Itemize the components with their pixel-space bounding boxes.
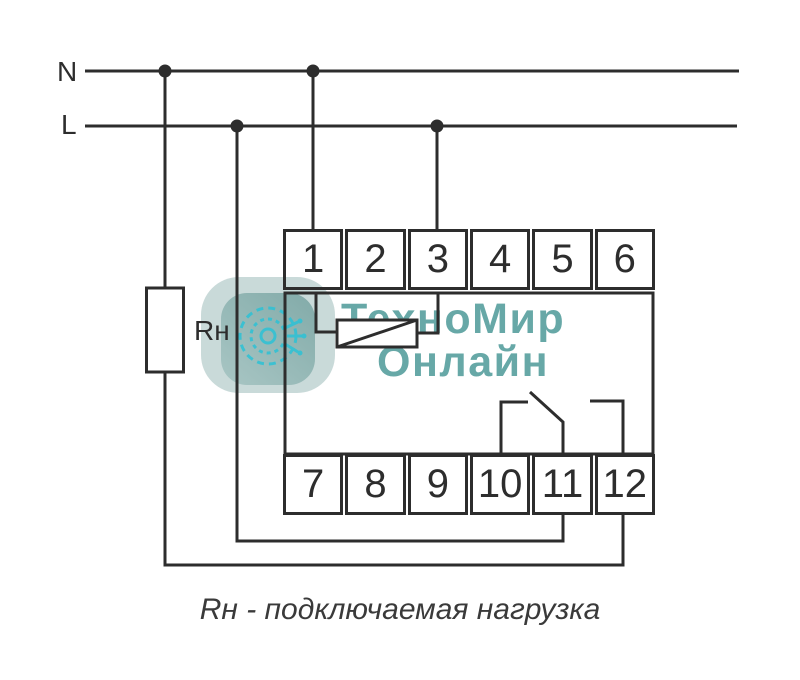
contact-fixed-left [499, 400, 528, 454]
terminal-row-bottom: 7 8 9 10 11 12 [283, 454, 655, 515]
junction-dot [306, 64, 320, 78]
terminal-8: 8 [345, 454, 406, 515]
terminal-12: 12 [594, 454, 655, 515]
junction-dot [230, 119, 244, 133]
contact-fixed-right [590, 399, 625, 454]
coil-diagonal [336, 318, 418, 349]
terminal-10: 10 [469, 454, 531, 515]
terminal-4: 4 [469, 229, 531, 290]
device-outline [283, 291, 655, 456]
terminal-row-top: 1 2 3 4 5 6 [283, 229, 655, 290]
terminal-7: 7 [283, 454, 344, 515]
contact-blade [528, 390, 565, 454]
resistor-symbol [145, 286, 185, 374]
junction-dot [430, 119, 444, 133]
terminal-3: 3 [407, 229, 468, 290]
terminal-6: 6 [594, 229, 655, 290]
coil-lead-left [314, 293, 337, 334]
line-to-terminal11-wire [235, 126, 565, 543]
terminal-1: 1 [283, 229, 344, 290]
coil-lead-right [417, 293, 440, 335]
junction-dot [158, 64, 172, 78]
load-to-terminal12-wire [163, 372, 625, 567]
terminal-5: 5 [532, 229, 593, 290]
terminal-11: 11 [532, 454, 593, 515]
terminal-9: 9 [407, 454, 468, 515]
terminal-2: 2 [345, 229, 406, 290]
